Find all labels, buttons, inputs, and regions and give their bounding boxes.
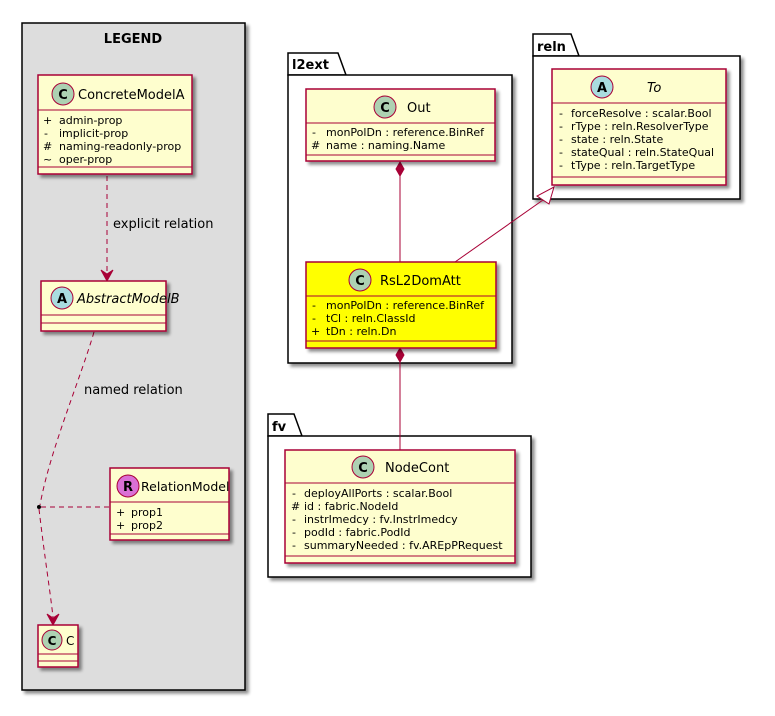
vis-marker: -	[292, 539, 296, 552]
vis-marker: -	[292, 526, 296, 539]
vis-marker: +	[311, 325, 320, 338]
prop-text: prop2	[131, 519, 163, 532]
class-name: ConcreteModelA	[78, 88, 185, 103]
vis-marker: -	[559, 159, 563, 172]
prop-text: admin-prop	[59, 114, 122, 127]
prop-text: implicit-prop	[59, 127, 128, 140]
prop-text: tType : reln.TargetType	[571, 159, 695, 172]
vis-marker: -	[559, 120, 563, 133]
prop-text: stateQual : reln.StateQual	[571, 146, 714, 159]
prop-text: state : reln.State	[571, 133, 663, 146]
vis-marker: -	[312, 312, 316, 325]
prop-text: tDn : reln.Dn	[326, 325, 396, 338]
vis-marker: ~	[43, 153, 52, 166]
class-rsl2domatt[interactable]: C RsL2DomAtt - monPolDn : reference.BinR…	[305, 261, 497, 349]
badge-letter: A	[57, 292, 67, 307]
class-abstract-model-b[interactable]: A AbstractModelB	[40, 280, 180, 332]
named-relation-arrow	[46, 613, 60, 627]
class-name: RsL2DomAtt	[380, 274, 461, 289]
vis-marker: -	[559, 146, 563, 159]
badge-letter: C	[358, 461, 368, 476]
class-name: RelationModel	[141, 479, 229, 494]
prop-text: oper-prop	[59, 153, 112, 166]
package-label: reln	[537, 40, 566, 55]
badge-letter: A	[597, 81, 607, 96]
legend-title: LEGEND	[104, 32, 163, 47]
concrete-badge-icon	[351, 455, 375, 479]
badge-letter: C	[355, 274, 365, 289]
prop-text: monPolDn : reference.BinRef	[326, 126, 485, 139]
prop-text: instrImedcy : fv.InstrImedcy	[304, 513, 458, 526]
composition-diamond-icon	[395, 346, 405, 364]
badge-letter: C	[48, 634, 57, 648]
class-to[interactable]: A To - forceResolve : scalar.Bool - rTyp…	[551, 68, 727, 186]
class-out[interactable]: C Out - monPolDn : reference.BinRef # na…	[305, 88, 496, 162]
badge-letter: C	[380, 101, 390, 116]
prop-text: monPolDn : reference.BinRef	[326, 299, 485, 312]
relation-junction	[37, 505, 41, 509]
class-relation-model[interactable]: R RelationModel + prop1 + prop2	[109, 467, 230, 541]
explicit-relation-label: explicit relation	[113, 217, 213, 232]
vis-marker: -	[292, 487, 296, 500]
named-relation-line-2	[38, 508, 54, 618]
prop-text: forceResolve : scalar.Bool	[571, 107, 712, 120]
badge-letter: C	[58, 88, 68, 103]
vis-marker: +	[43, 114, 52, 127]
vis-marker: -	[312, 299, 316, 312]
named-relation-label: named relation	[84, 383, 183, 398]
prop-text: deployAllPorts : scalar.Bool	[304, 487, 452, 500]
prop-text: prop1	[131, 506, 163, 519]
vis-marker: #	[291, 500, 300, 513]
prop-text: rType : reln.ResolverType	[571, 120, 709, 133]
class-name: NodeCont	[385, 461, 449, 476]
vis-marker: #	[311, 139, 320, 152]
class-name: Out	[407, 101, 431, 116]
class-concrete-model-a[interactable]: C ConcreteModelA + admin-prop - implicit…	[37, 74, 193, 175]
prop-text: name : naming.Name	[326, 139, 446, 152]
class-c[interactable]: C C	[37, 624, 79, 668]
rsl2-to-inheritance-line	[454, 199, 544, 263]
prop-text: tCl : reln.ClassId	[326, 312, 416, 325]
legend-relations: explicit relation named relation	[37, 176, 213, 627]
vis-marker: +	[116, 506, 125, 519]
composition-diamond-icon	[395, 160, 405, 178]
relation-badge-icon	[116, 474, 140, 498]
vis-marker: -	[559, 107, 563, 120]
inheritance-triangle-icon	[536, 186, 555, 205]
prop-text: id : fabric.NodeId	[304, 500, 398, 513]
concrete-badge-icon	[348, 268, 372, 292]
abstract-badge-icon	[50, 286, 74, 310]
class-relations	[395, 160, 555, 450]
badge-letter: R	[123, 480, 133, 495]
explicit-relation-arrow	[100, 269, 114, 283]
concrete-badge-icon	[51, 82, 75, 106]
prop-text: podId : fabric.PodId	[304, 526, 411, 539]
prop-text: naming-readonly-prop	[59, 140, 181, 153]
vis-marker: -	[292, 513, 296, 526]
package-label: fv	[272, 420, 287, 435]
vis-marker: -	[559, 133, 563, 146]
abstract-badge-icon	[590, 75, 614, 99]
class-name: To	[647, 81, 661, 96]
named-relation-line	[39, 331, 95, 506]
class-name: C	[66, 634, 74, 648]
vis-marker: -	[312, 126, 316, 139]
vis-marker: +	[116, 519, 125, 532]
package-label: l2ext	[292, 58, 329, 73]
class-name: AbstractModelB	[76, 292, 180, 307]
concrete-badge-icon	[373, 95, 397, 119]
class-nodecont[interactable]: C NodeCont - deployAllPorts : scalar.Boo…	[284, 449, 516, 564]
prop-text: summaryNeeded : fv.AREpPRequest	[304, 539, 503, 552]
vis-marker: #	[43, 140, 52, 153]
vis-marker: -	[44, 127, 48, 140]
concrete-badge-icon	[41, 629, 63, 651]
